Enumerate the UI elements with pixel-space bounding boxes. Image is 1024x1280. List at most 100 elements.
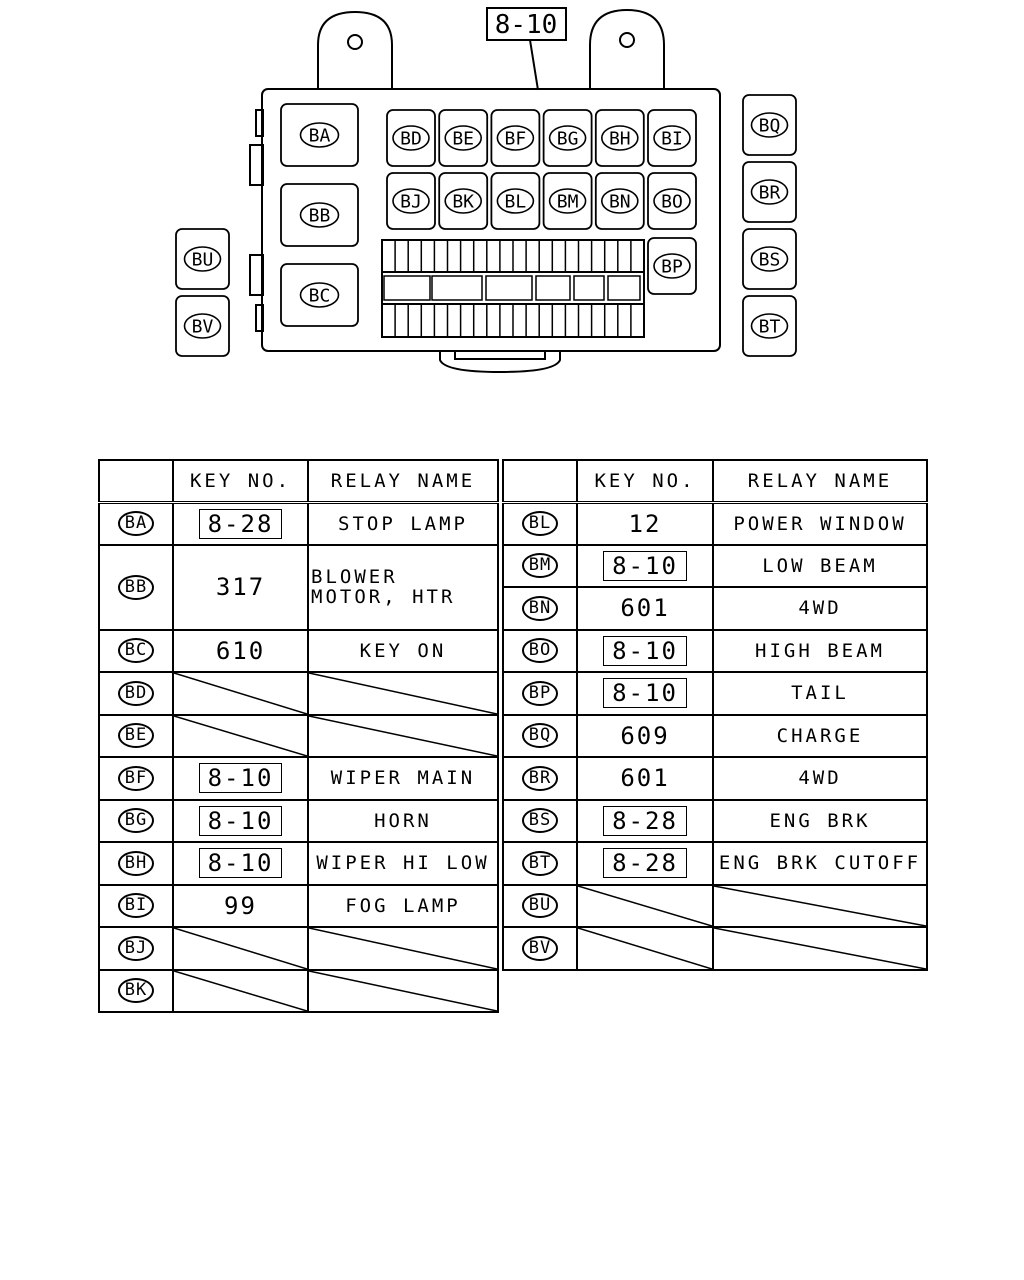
relay-code-cell: BQ (502, 713, 578, 758)
relay-slot-label: BB (309, 206, 331, 227)
relay-name-cell: FOG LAMP (307, 883, 499, 928)
relay-name-cell: POWER WINDOW (712, 501, 928, 546)
relay-code-badge: BE (117, 723, 155, 749)
relay-code-cell: BG (98, 798, 174, 843)
key-no-cell: 8-10 (576, 543, 714, 588)
table-row: BC 610 KEY ON (98, 628, 499, 673)
table-header-row: KEY NO. RELAY NAME (98, 459, 499, 504)
relay-name-cell: ENG BRK (712, 798, 928, 843)
relay-slot-label: BS (759, 250, 781, 271)
relay-name-cell: CHARGE (712, 713, 928, 758)
key-no-cell: 601 (576, 586, 714, 631)
relay-slot-label: BI (661, 129, 683, 150)
key-no-value: 99 (224, 891, 257, 920)
relay-name-cell (307, 926, 499, 971)
relay-name-cell: BLOWER MOTOR, HTR (307, 543, 499, 631)
callout-label: 8-10 (495, 10, 558, 40)
relay-slot-label: BO (661, 192, 683, 213)
relay-name-cell: HIGH BEAM (712, 628, 928, 673)
relay-slot-label: BK (452, 192, 474, 213)
key-no-reference: 8-10 (603, 678, 687, 709)
relay-name-cell (307, 671, 499, 716)
relay-name-cell: WIPER MAIN (307, 756, 499, 801)
key-no-cell: 8-28 (576, 841, 714, 886)
relay-code-cell: BT (502, 841, 578, 886)
relay-slot-label: BA (309, 126, 331, 147)
table-row: BK (98, 968, 499, 1013)
relay-code-cell: BR (502, 756, 578, 801)
relay-name-cell (307, 713, 499, 758)
relay-code-badge: BB (117, 574, 155, 600)
key-no-value: 12 (628, 509, 662, 538)
relay-code-cell: BU (502, 883, 578, 928)
relay-code-badge: BK (117, 978, 155, 1004)
relay-name-cell (712, 926, 928, 971)
relay-slot-bv: BV (175, 295, 230, 357)
left-mount-ear (317, 10, 393, 90)
relay-slot-bg: BG (542, 109, 593, 167)
key-no-reference: 8-10 (198, 848, 283, 879)
relay-code-cell: BC (98, 628, 174, 673)
key-no-reference: 8-28 (603, 848, 687, 879)
relay-code-badge: BV (521, 935, 559, 961)
relay-code-badge: BM (521, 553, 559, 579)
key-no-cell: 610 (172, 628, 309, 673)
key-no-value: 601 (620, 764, 670, 793)
relay-code-cell: BV (502, 926, 578, 971)
relay-slot-bo: BO (647, 172, 697, 230)
relay-code-badge: BA (117, 511, 155, 536)
relay-slot-br: BR (742, 161, 797, 223)
header-key-no: KEY NO. (172, 459, 309, 504)
key-no-cell (172, 926, 309, 971)
relay-slot-label: BE (452, 129, 474, 150)
relay-code-cell: BM (502, 543, 578, 588)
relay-code-cell: BL (502, 501, 578, 546)
key-no-cell: 12 (576, 501, 714, 546)
relay-code-badge: BR (521, 765, 559, 791)
key-no-cell: 609 (576, 713, 714, 758)
relay-code-cell: BO (502, 628, 578, 673)
table-row: BI 99 FOG LAMP (98, 883, 499, 928)
relay-code-badge: BS (521, 808, 559, 834)
relay-name-cell: KEY ON (307, 628, 499, 673)
relay-slot-bf: BF (490, 109, 541, 167)
relay-code-badge: BT (521, 850, 559, 876)
key-no-reference: 8-28 (198, 508, 283, 539)
relay-code-cell: BH (98, 841, 174, 886)
key-no-cell (576, 883, 714, 928)
relay-slot-bq: BQ (742, 94, 797, 156)
relay-code-badge: BD (117, 680, 155, 706)
relay-slot-label: BD (400, 129, 422, 150)
relay-slot-bn: BN (594, 172, 645, 230)
callout-leader (529, 39, 539, 91)
key-no-reference: 8-10 (603, 550, 687, 581)
relay-code-cell: BK (98, 968, 174, 1013)
key-no-cell: 99 (172, 883, 309, 928)
relay-slot-bt: BT (742, 295, 797, 357)
key-no-value: 610 (215, 636, 266, 665)
relay-slot-label: BT (759, 317, 781, 338)
relay-code-cell: BS (502, 798, 578, 843)
relay-slot-ba: BA (280, 103, 359, 167)
relay-name-cell: ENG BRK CUTOFF (712, 841, 928, 886)
key-no-cell: 8-10 (172, 756, 309, 801)
key-no-cell (576, 926, 714, 971)
relay-code-badge: BL (521, 511, 559, 536)
relay-code-badge: BI (117, 893, 155, 919)
relay-slot-label: BN (609, 192, 631, 213)
relay-code-cell: BP (502, 671, 578, 716)
key-no-value: 601 (620, 594, 670, 623)
key-no-cell: 8-28 (576, 798, 714, 843)
key-no-reference: 8-10 (603, 635, 687, 666)
relay-slot-bs: BS (742, 228, 797, 290)
